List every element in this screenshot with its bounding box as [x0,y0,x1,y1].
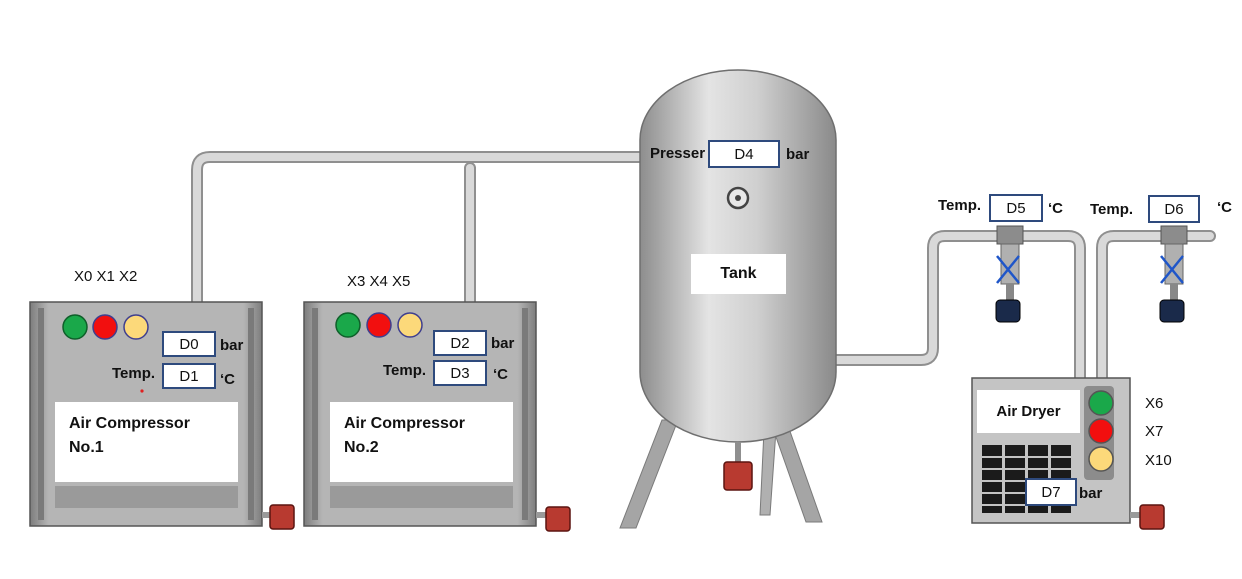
tank-pressure-box: D4 [708,140,780,168]
compressor1-red-lamp [92,314,118,340]
tank-leg-center [759,429,777,516]
compressor2-name-line1: Air Compressor [344,415,465,432]
filter1-temp-box: D5 [989,194,1043,222]
filter2-temp-label: Temp. [1090,201,1134,218]
tank-drain-pipe [735,442,741,462]
compressor2-name-line2: No.2 [344,439,379,456]
compressor1-signal-labels: X0 X1 X2 [74,268,138,285]
compressor2-red-lamp [366,312,392,338]
filter-1 [995,225,1024,323]
dryer-pressure-unit: bar [1079,485,1103,502]
tank-leg-left [619,419,679,529]
dryer-signal-yellow: X10 [1145,452,1172,469]
filter1-temp-unit: ‘C [1048,200,1063,217]
compressor2-pressure-box: D2 [433,330,487,356]
compressor1-pressure-box: D0 [162,331,216,357]
tank-name: Tank [720,265,757,282]
tank-pressure-label: Presser [650,145,706,162]
compressor1-temp-box: D1 [162,363,216,389]
compressor1-name-line2: No.1 [69,439,104,456]
compressor2-pressure-unit: bar [491,335,515,352]
filter2-temp-box: D6 [1148,195,1200,223]
tank-name-panel: Tank [691,254,786,294]
pipe-compressor1-to-tank [191,151,654,308]
tank-pressure-unit: bar [786,146,810,163]
compressor2-signal-labels: X3 X4 X5 [347,273,411,290]
compressor2-valve [545,506,571,532]
compressor2-name-panel: Air Compressor No.2 [330,402,513,482]
dryer-red-lamp [1088,418,1114,444]
dryer-green-lamp [1088,390,1114,416]
compressor2-temp-unit: ‘C [493,366,508,383]
compressor1-name-line1: Air Compressor [69,415,190,432]
compressor2-temp-box: D3 [433,360,487,386]
dryer-yellow-lamp [1088,446,1114,472]
dryer-name-panel: Air Dryer [977,390,1080,433]
compressor2-green-lamp [335,312,361,338]
dryer-name: Air Dryer [996,403,1061,420]
tank [619,69,837,529]
compressor1-valve-pipe [262,512,274,518]
dryer-signal-red: X7 [1145,423,1164,440]
compressor2-yellow-lamp [397,312,423,338]
compressor1-green-lamp [62,314,88,340]
dryer-valve-pipe [1130,512,1144,518]
compressor1-temp-unit: ‘C [220,371,235,388]
filter-2 [1159,225,1188,323]
pipe-dryer-to-filter2 [1096,230,1216,386]
tank-drain-valve [723,461,753,491]
compressor1-pressure-unit: bar [220,337,244,354]
dryer-valve [1139,504,1165,530]
compressor2-valve-pipe [536,512,548,518]
compressor2-temp-label: Temp. [383,362,427,379]
pipes [191,151,1216,386]
dryer-pressure-box: D7 [1025,478,1077,506]
compressor1-temp-label: Temp. [112,365,156,382]
dryer-signal-green: X6 [1145,395,1164,412]
compressor1-yellow-lamp [123,314,149,340]
compressor1-valve [269,504,295,530]
compressor1-name-panel: Air Compressor No.1 [55,402,238,482]
filter1-temp-label: Temp. [938,197,982,214]
filter2-temp-unit: ‘C [1217,199,1232,216]
